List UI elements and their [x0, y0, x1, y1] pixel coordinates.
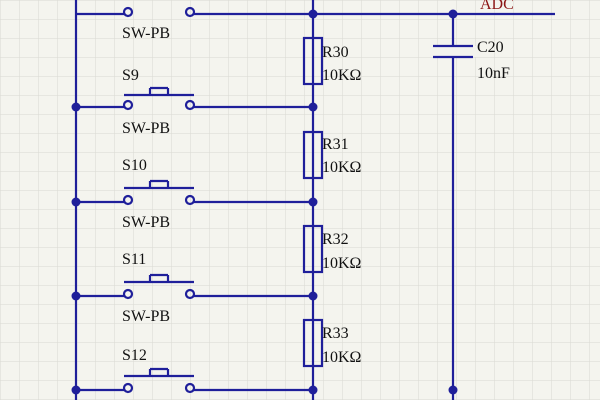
capacitor-c20-value: 10nF: [477, 65, 510, 82]
switch-s11-contact-right: [184, 288, 196, 300]
resistor-r33-value: 10KΩ: [322, 349, 362, 366]
resistor-r31-value: 10KΩ: [322, 159, 362, 176]
junction-dot: [448, 385, 458, 395]
resistor-r30-value: 10KΩ: [322, 67, 362, 84]
net-label-adc: ADC: [480, 0, 514, 13]
switch-s9-contact-right: [184, 99, 196, 111]
capacitor-c20-ref: C20: [477, 39, 504, 56]
switch-s9-type: SW-PB: [122, 120, 170, 137]
junction-dot: [71, 197, 81, 207]
switch-s11-type: SW-PB: [122, 308, 170, 325]
switch-s9-ref: S9: [122, 67, 139, 84]
junction-dot: [308, 197, 318, 207]
junction-dot: [71, 102, 81, 112]
switch-s10-type: SW-PB: [122, 214, 170, 231]
junction-dot: [308, 102, 318, 112]
resistor-r33-body: [302, 318, 324, 368]
resistor-r32-body: [302, 224, 324, 274]
resistor-r32-value: 10KΩ: [322, 255, 362, 272]
junction-dot: [308, 291, 318, 301]
junction-dot: [448, 9, 458, 19]
resistor-r32-ref: R32: [322, 231, 349, 248]
switch-0-type: SW-PB: [122, 25, 170, 42]
switch-s12-contact-left: [122, 382, 134, 394]
switch-s12-ref: S12: [122, 347, 147, 364]
junction-dot: [71, 385, 81, 395]
switch-0-contact-left: [122, 6, 134, 18]
resistor-r31-body: [302, 130, 324, 180]
junction-dot: [308, 9, 318, 19]
switch-s10-ref: S10: [122, 157, 147, 174]
switch-s10-contact-left: [122, 194, 134, 206]
switch-s11-ref: S11: [122, 251, 146, 268]
capacitor-gap: [430, 46, 476, 57]
switch-s10-contact-right: [184, 194, 196, 206]
switch-0-contact-right: [184, 6, 196, 18]
resistor-r30-ref: R30: [322, 44, 349, 61]
resistor-r31-ref: R31: [322, 136, 349, 153]
junction-dot: [71, 291, 81, 301]
switch-s9-contact-left: [122, 99, 134, 111]
switch-s12-contact-right: [184, 382, 196, 394]
switch-s11-contact-left: [122, 288, 134, 300]
resistor-r33-ref: R33: [322, 325, 349, 342]
resistor-r30-body: [302, 36, 324, 86]
junction-dot: [308, 385, 318, 395]
